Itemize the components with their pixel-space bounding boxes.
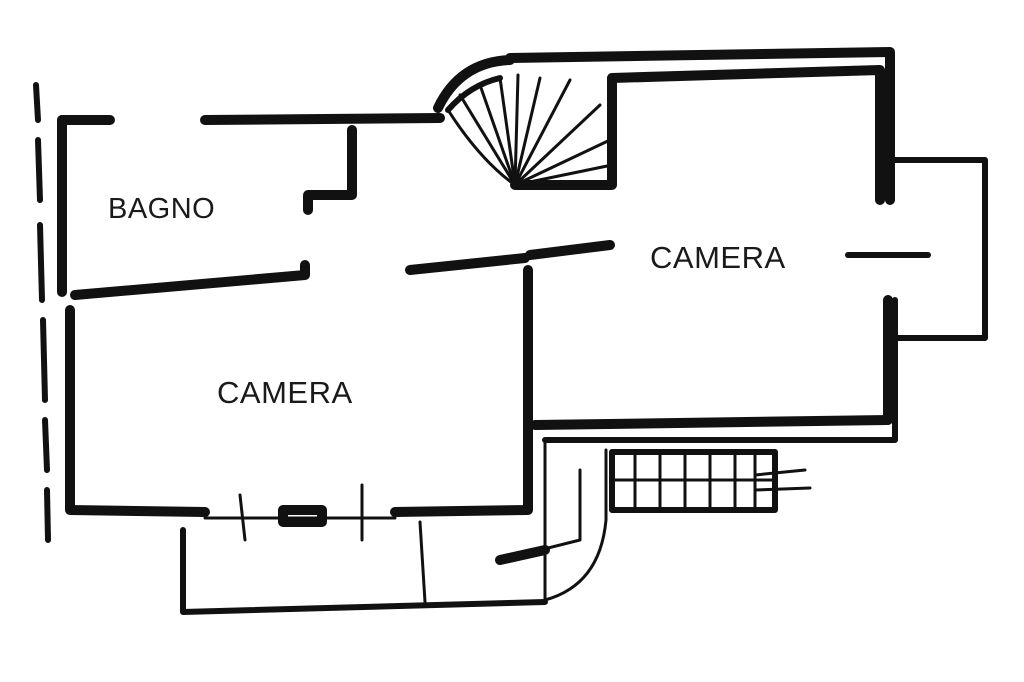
left-bedroom-walls <box>65 253 533 542</box>
room-label-camera-right: CAMERA <box>650 240 786 275</box>
spiral-stair <box>433 55 617 190</box>
room-label-bagno: BAGNO <box>108 193 216 225</box>
bathroom-walls <box>57 113 445 300</box>
left-boundary-dashes <box>33 82 51 543</box>
room-label-camera-left: CAMERA <box>217 375 353 410</box>
terrace-railing <box>609 449 812 513</box>
right-bedroom-walls <box>505 47 988 443</box>
lower-balcony <box>180 438 608 615</box>
